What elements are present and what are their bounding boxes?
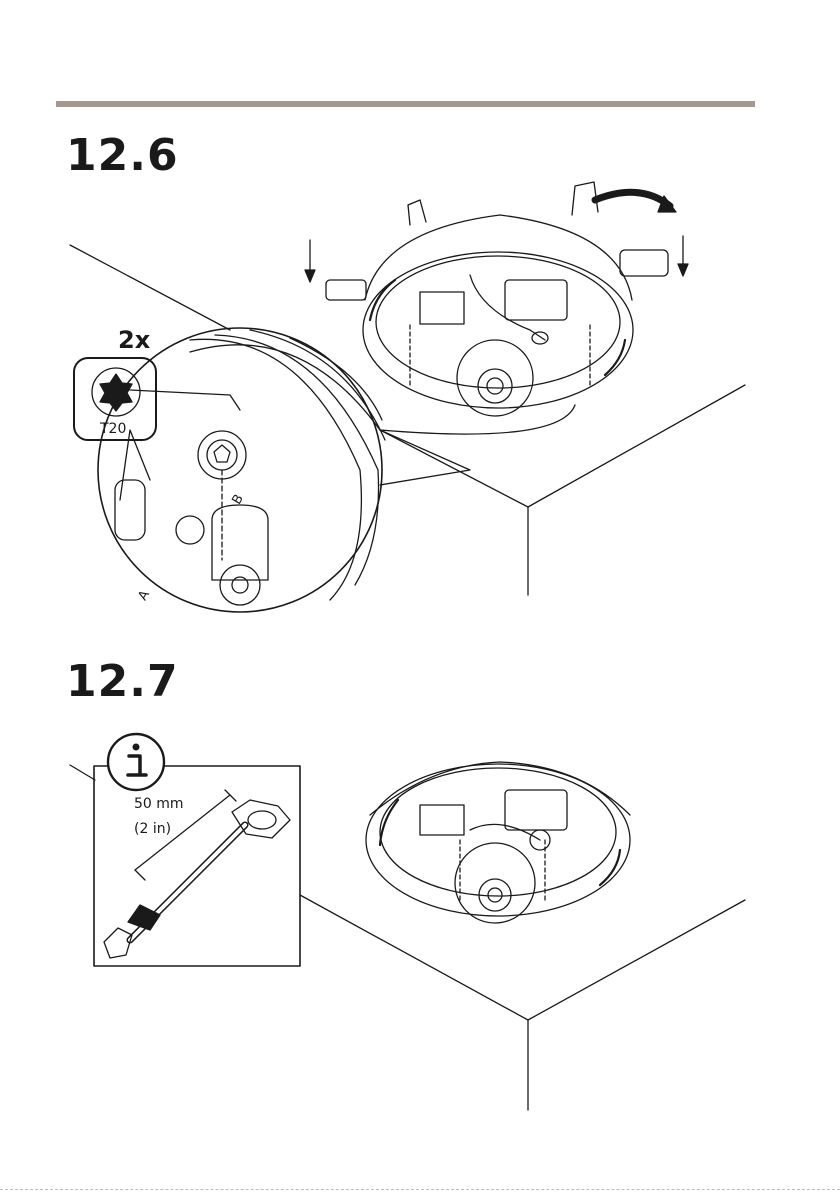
cable-length-metric: 50 mm [134, 796, 184, 812]
ceiling-corner-lines-lower [70, 765, 745, 1110]
camera-assembly-bottom [366, 762, 630, 923]
camera-assembly-top [305, 182, 688, 416]
magnified-detail [98, 328, 385, 612]
ceiling-corner-lines [70, 245, 745, 595]
info-icon [108, 734, 164, 790]
cable-length-imperial: (2 in) [134, 821, 171, 837]
page-edge [0, 1189, 840, 1190]
multiplier-label: 2x [118, 326, 151, 354]
marking-a: A [135, 588, 152, 603]
tool-label: T20 [99, 421, 126, 437]
info-box [94, 766, 300, 966]
